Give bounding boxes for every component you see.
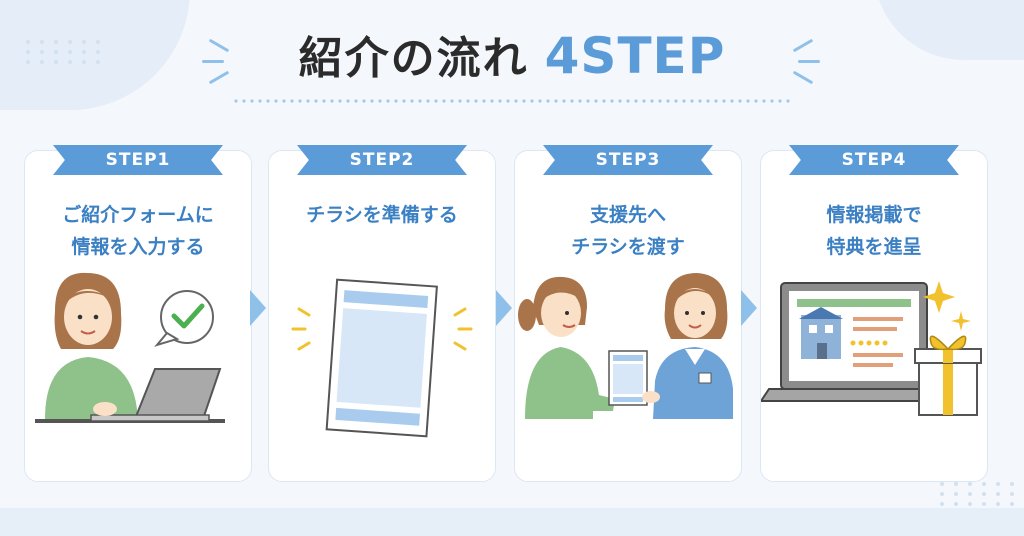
- step-description-line: 特典を進呈: [826, 236, 922, 258]
- check-icon: [171, 303, 205, 329]
- flyer-illustration: [291, 278, 473, 438]
- page-title-step-count: 4STEP: [544, 27, 726, 85]
- title-accent-mark: [202, 60, 224, 63]
- sparkle-icon: [923, 281, 955, 313]
- flow-arrow-icon: [250, 290, 266, 326]
- handing-flyer-illustration: [518, 273, 733, 419]
- page-header: 紹介の流れ 4STEP: [0, 22, 1024, 86]
- gift-icon: [914, 335, 982, 416]
- step-card-3: STEP3 支援先へ チラシを渡す: [514, 145, 742, 482]
- step-card-4: STEP4 情報掲載で 特典を進呈: [760, 145, 988, 482]
- step-description-line: チラシを渡す: [571, 236, 685, 258]
- step-description: チラシを準備する: [269, 199, 495, 231]
- step-description-line: チラシを準備する: [306, 204, 458, 226]
- decorative-dots: [26, 40, 104, 64]
- page-title: 紹介の流れ: [298, 33, 529, 84]
- step-description: ご紹介フォームに 情報を入力する: [25, 199, 251, 263]
- flow-arrow-icon: [496, 290, 512, 326]
- step-description-line: ご紹介フォームに: [62, 204, 214, 226]
- step-label: STEP3: [543, 145, 713, 175]
- title-underline-dots: [232, 99, 792, 103]
- sparkle-icon: [951, 311, 971, 331]
- step-description: 支援先へ チラシを渡す: [515, 199, 741, 263]
- step-card-2: STEP2 チラシを準備する: [268, 145, 496, 482]
- background-band-bottom: [0, 508, 1024, 536]
- sparkle-icon: [291, 307, 473, 351]
- flow-arrow-icon: [741, 290, 757, 326]
- title-accent-mark: [798, 60, 820, 63]
- step-description: 情報掲載で 特典を進呈: [761, 199, 987, 263]
- step-label: STEP1: [53, 145, 223, 175]
- star-rating-icon: [850, 340, 888, 346]
- laptop-listing-gift-illustration: [761, 281, 982, 416]
- woman-with-laptop-illustration: [35, 272, 225, 423]
- step-label: STEP2: [297, 145, 467, 175]
- step-description-line: 支援先へ: [589, 204, 666, 226]
- step-description-line: 情報を入力する: [71, 236, 205, 258]
- step-card-1: STEP1 ご紹介フォームに 情報を入力する: [24, 145, 252, 482]
- step-description-line: 情報掲載で: [826, 204, 922, 226]
- step-label: STEP4: [789, 145, 959, 175]
- decorative-dots: [940, 482, 1018, 506]
